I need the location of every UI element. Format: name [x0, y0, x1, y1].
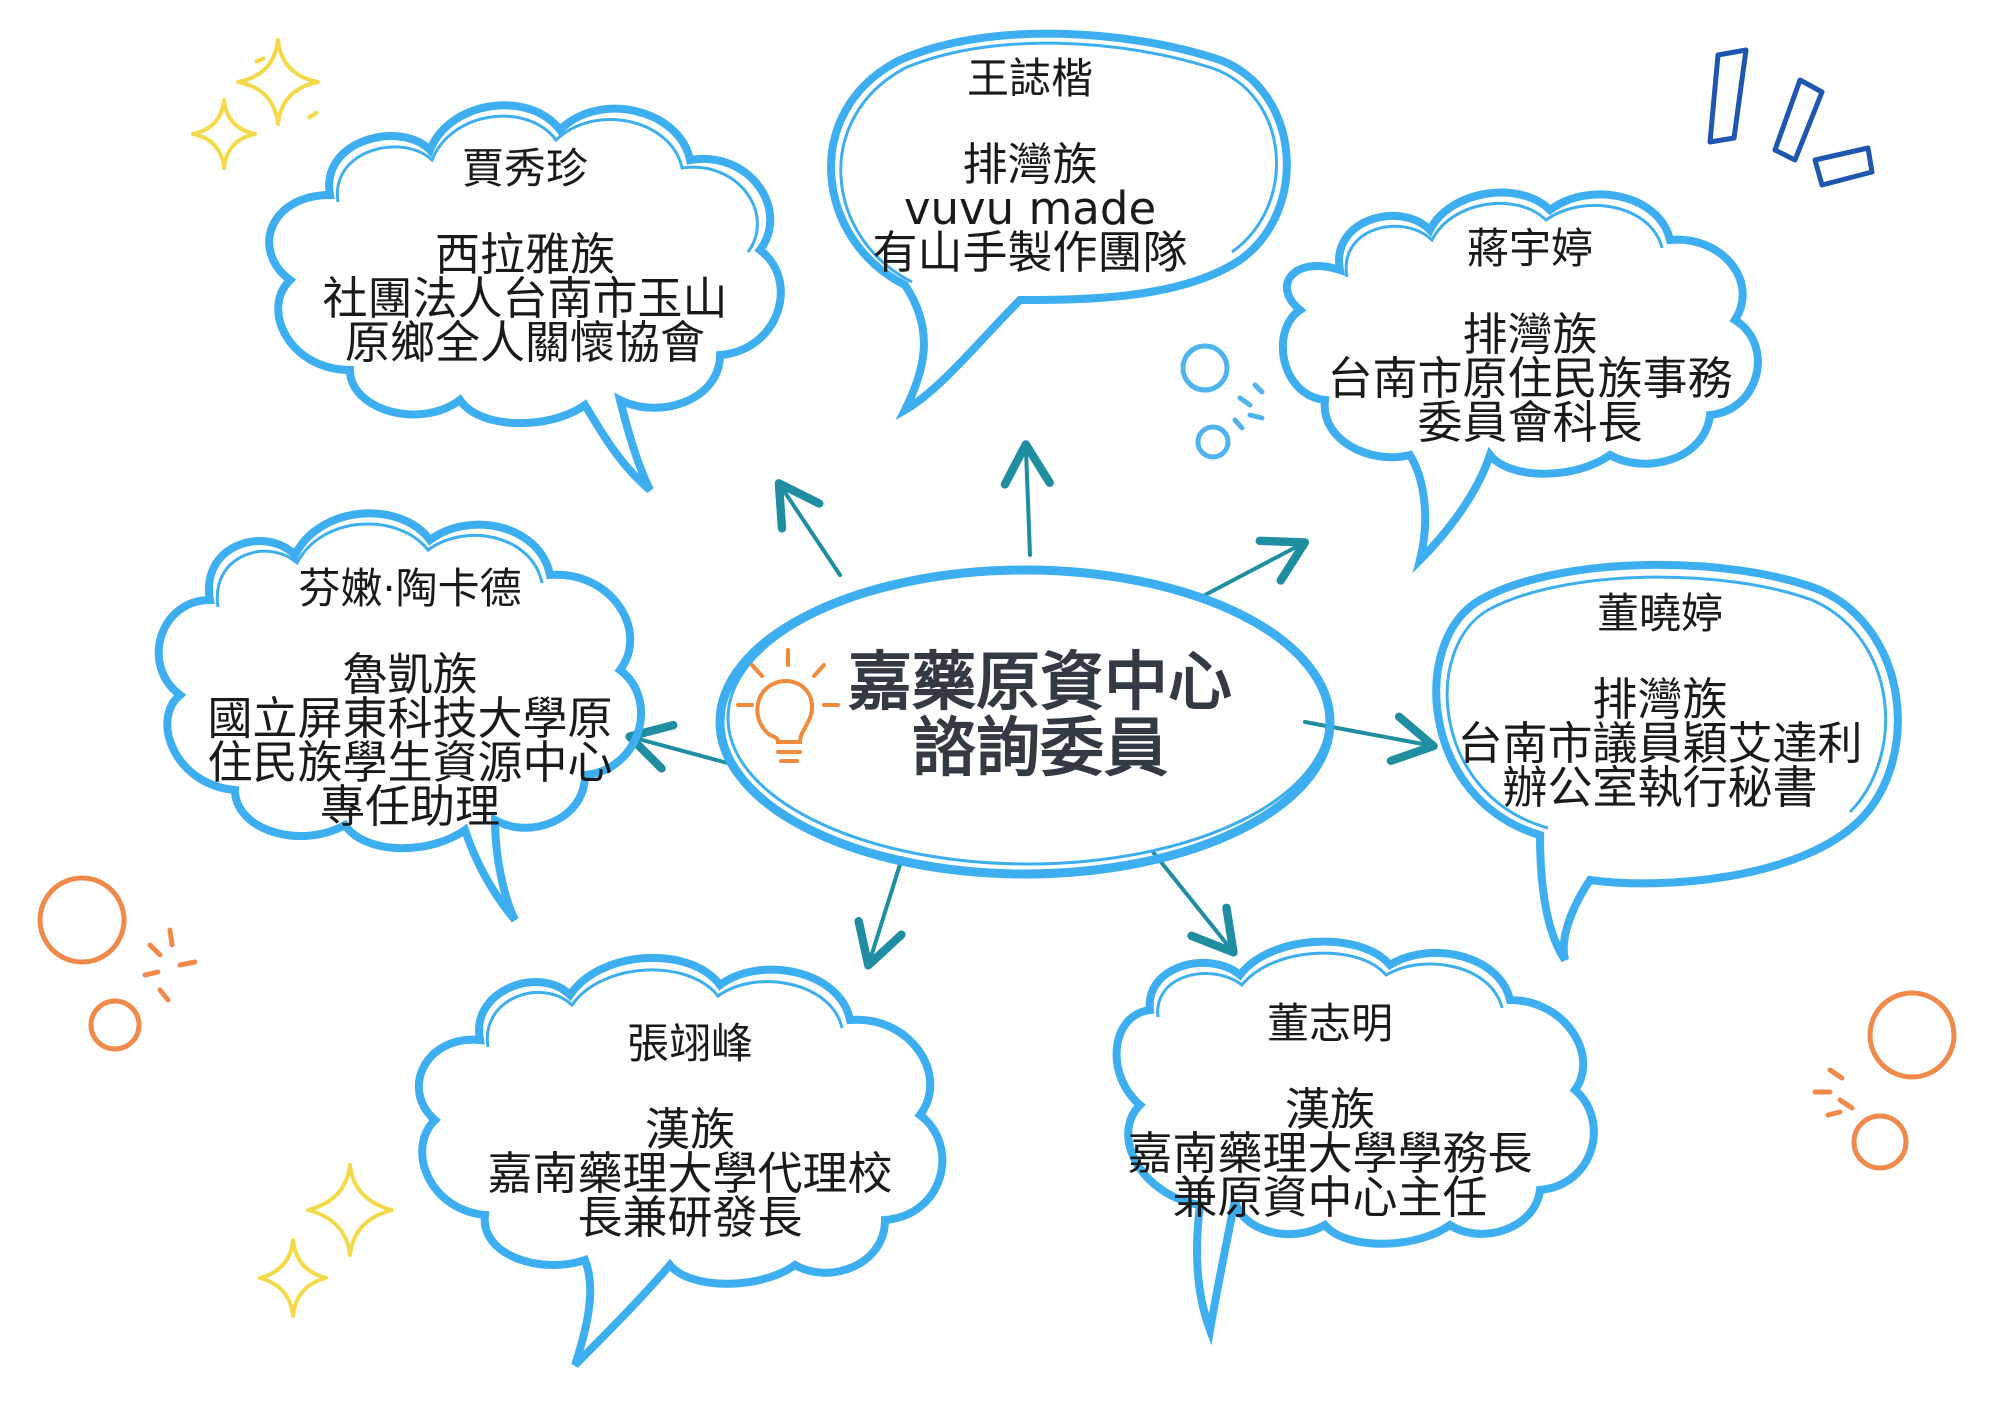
lightbulb-icon	[736, 648, 840, 763]
member-line: 原鄉全人關懷協會	[344, 316, 705, 369]
arrow-to-jiang	[1203, 536, 1310, 597]
member-line: vuvu made	[903, 182, 1157, 235]
member-line: 嘉南藥理大學學務長	[1127, 1127, 1533, 1180]
member-line: 辦公室執行秘書	[1502, 761, 1818, 814]
member-name: 董志明	[1266, 999, 1393, 1048]
member-line: 漢族	[1284, 1083, 1375, 1136]
arrow-to-dong-zhiming	[1151, 850, 1238, 957]
member-line: 專任助理	[319, 780, 500, 833]
member-dong-xiaoting: 董曉婷 排灣族 台南市議員穎艾達利 辦公室執行秘書	[1440, 589, 1880, 814]
member-line: 魯凱族	[342, 648, 478, 701]
arrow-to-jia	[774, 479, 842, 577]
member-jia: 賈秀珍 西拉雅族 社團法人台南市玉山 原鄉全人關懷協會	[310, 144, 740, 369]
member-line: 排灣族	[962, 138, 1098, 191]
sparkle-icon	[191, 38, 394, 1318]
member-line: 西拉雅族	[434, 228, 615, 281]
member-line: 嘉南藥理大學代理校	[487, 1147, 893, 1200]
member-name: 芬嫩·陶卡德	[298, 564, 522, 613]
member-zhang: 張翊峰 漢族 嘉南藥理大學代理校 長兼研發長	[465, 1019, 915, 1244]
member-line: 社團法人台南市玉山	[322, 272, 728, 325]
center-title: 嘉藥原資中心 諮詢委員	[830, 650, 1250, 782]
member-line: 台南市議員穎艾達利	[1457, 717, 1863, 770]
member-dong-zhiming: 董志明 漢族 嘉南藥理大學學務長 兼原資中心主任	[1110, 999, 1550, 1224]
center-title-line-1: 嘉藥原資中心	[848, 646, 1232, 720]
member-line: 台南市原住民族事務	[1327, 352, 1733, 405]
arrow-to-wang	[1000, 440, 1054, 557]
arrow-to-fennen	[625, 720, 737, 773]
member-name: 王誌楷	[966, 54, 1093, 103]
member-line: 國立屏東科技大學原	[207, 692, 613, 745]
bubble-wang	[827, 29, 1291, 421]
bubble-jiang	[1278, 188, 1762, 574]
member-line: 漢族	[644, 1103, 735, 1156]
member-line: 有山手製作團隊	[872, 226, 1188, 279]
bubble-dong-xiaoting	[1432, 560, 1902, 963]
circle-doodle-blue	[1180, 343, 1265, 460]
member-name: 賈秀珍	[461, 144, 588, 193]
member-name: 董曉婷	[1596, 589, 1723, 638]
member-line: 住民族學生資源中心	[207, 736, 613, 789]
arrow-to-zhang	[854, 856, 906, 970]
emphasis-marks	[1707, 47, 1875, 188]
bubble-jia	[265, 101, 785, 494]
center-node	[715, 565, 1335, 879]
member-line: 長兼研發長	[577, 1191, 803, 1244]
bubble-dong-zhiming	[1112, 937, 1598, 1346]
member-wang: 王誌楷 排灣族 vuvu made 有山手製作團隊	[860, 54, 1200, 279]
member-line: 兼原資中心主任	[1172, 1171, 1488, 1224]
member-name: 蔣宇婷	[1466, 224, 1593, 273]
bubble-zhang	[414, 953, 947, 1368]
member-jiang: 蔣宇婷 排灣族 台南市原住民族事務 委員會科長	[1310, 224, 1750, 449]
member-line: 排灣族	[1462, 308, 1598, 361]
circle-doodle	[37, 875, 1957, 1171]
center-title-line-2: 諮詢委員	[912, 712, 1168, 786]
member-line: 委員會科長	[1417, 396, 1643, 449]
member-name: 張翊峰	[626, 1019, 753, 1068]
member-fennen: 芬嫩·陶卡德 魯凱族 國立屏東科技大學原 住民族學生資源中心 專任助理	[185, 564, 635, 833]
member-line: 排灣族	[1592, 673, 1728, 726]
bubble-fennen	[154, 509, 646, 923]
